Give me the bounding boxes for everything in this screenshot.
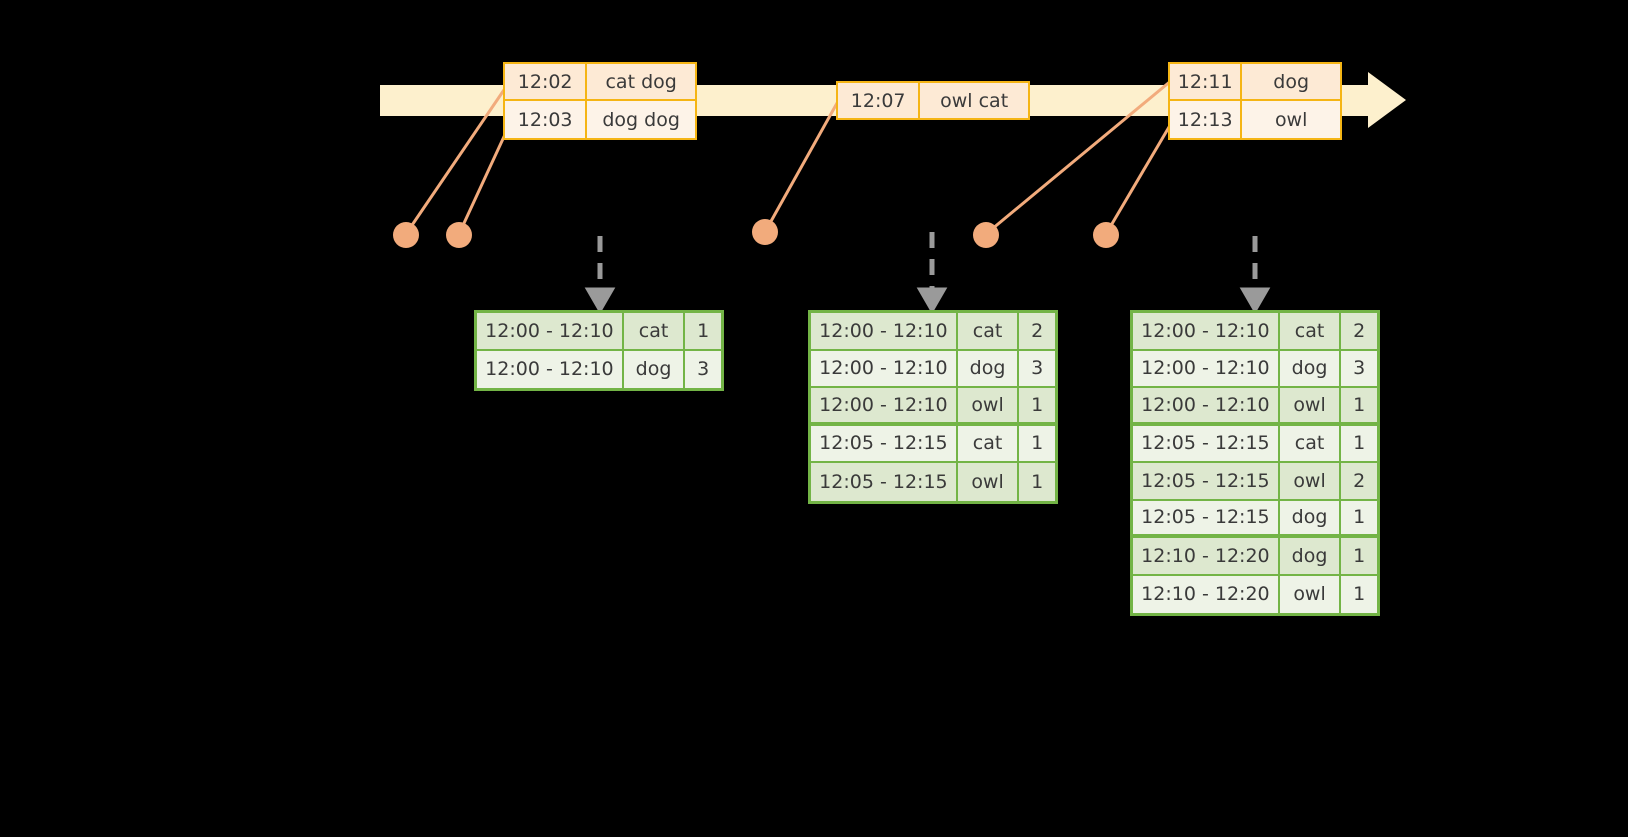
word-cell: cat <box>623 313 686 351</box>
event-time: 12:11 <box>1170 64 1243 101</box>
word-cell: dog <box>1279 538 1342 576</box>
connector-line-3 <box>763 95 843 233</box>
connector-dot-5 <box>1093 222 1119 248</box>
word-cell: dog <box>957 350 1020 388</box>
connector-dot-4 <box>973 222 999 248</box>
event-group-2[interactable]: 12:07 owl cat <box>836 81 1030 120</box>
word-cell: cat <box>1279 313 1342 351</box>
count-cell: 1 <box>1019 425 1055 463</box>
connector-line-2 <box>457 127 510 235</box>
word-cell: owl <box>1279 463 1342 501</box>
window-cell: 12:05 - 12:15 <box>1133 500 1280 538</box>
dashed-arrow-head-3 <box>1239 287 1271 314</box>
event-time: 12:02 <box>505 64 588 101</box>
window-cell: 12:10 - 12:20 <box>1133 538 1280 576</box>
word-cell: cat <box>957 425 1020 463</box>
dashed-arrow-head-1 <box>584 287 616 314</box>
count-cell: 1 <box>1019 388 1055 426</box>
count-cell: 3 <box>1019 350 1055 388</box>
event-words: dog <box>1242 64 1340 101</box>
event-row: 12:03 dog dog <box>505 101 695 138</box>
window-cell: 12:05 - 12:15 <box>1133 463 1280 501</box>
connector-dot-3 <box>752 219 778 245</box>
count-cell: 3 <box>1341 350 1377 388</box>
connector-line-5 <box>1104 121 1174 235</box>
event-group-3[interactable]: 12:11 dog 12:13 owl <box>1168 62 1342 140</box>
event-row: 12:07 owl cat <box>838 83 1028 118</box>
event-row: 12:13 owl <box>1170 101 1340 138</box>
event-row: 12:02 cat dog <box>505 64 695 101</box>
dashed-arrow-head-2 <box>916 287 948 314</box>
connector-dots <box>393 219 1119 248</box>
event-words: owl <box>1242 101 1340 138</box>
window-cell: 12:00 - 12:10 <box>1133 313 1280 351</box>
count-cell: 2 <box>1341 313 1377 351</box>
window-cell: 12:00 - 12:10 <box>1133 388 1280 426</box>
window-cell: 12:00 - 12:10 <box>477 313 624 351</box>
dashed-arrows <box>584 232 1271 314</box>
word-cell: dog <box>623 350 686 388</box>
window-cell: 12:10 - 12:20 <box>1133 575 1280 613</box>
event-words: owl cat <box>920 83 1028 118</box>
window-cell: 12:00 - 12:10 <box>477 350 624 388</box>
count-cell: 1 <box>685 313 721 351</box>
event-row: 12:11 dog <box>1170 64 1340 101</box>
word-cell: dog <box>1279 500 1342 538</box>
word-cell: owl <box>1279 575 1342 613</box>
word-cell: dog <box>1279 350 1342 388</box>
window-cell: 12:05 - 12:15 <box>1133 425 1280 463</box>
connector-dot-2 <box>446 222 472 248</box>
count-cell: 1 <box>1341 388 1377 426</box>
window-cell: 12:05 - 12:15 <box>811 463 958 501</box>
count-cell: 1 <box>1341 425 1377 463</box>
window-cell: 12:00 - 12:10 <box>811 313 958 351</box>
connector-dot-1 <box>393 222 419 248</box>
word-cell: owl <box>1279 388 1342 426</box>
window-cell: 12:00 - 12:10 <box>811 350 958 388</box>
event-words: dog dog <box>587 101 695 138</box>
word-cell: cat <box>1279 425 1342 463</box>
window-cell: 12:05 - 12:15 <box>811 425 958 463</box>
count-cell: 1 <box>1341 538 1377 576</box>
event-words: cat dog <box>587 64 695 101</box>
window-cell: 12:00 - 12:10 <box>811 388 958 426</box>
count-cell: 1 <box>1341 500 1377 538</box>
event-time: 12:03 <box>505 101 588 138</box>
event-group-1[interactable]: 12:02 cat dog 12:03 dog dog <box>503 62 697 140</box>
timeline-arrow-icon <box>1368 72 1406 128</box>
count-cell: 1 <box>1019 463 1055 501</box>
word-cell: owl <box>957 388 1020 426</box>
event-time: 12:13 <box>1170 101 1243 138</box>
count-cell: 3 <box>685 350 721 388</box>
word-cell: owl <box>957 463 1020 501</box>
word-cell: cat <box>957 313 1020 351</box>
count-cell: 2 <box>1341 463 1377 501</box>
count-cell: 2 <box>1019 313 1055 351</box>
event-time: 12:07 <box>838 83 921 118</box>
window-cell: 12:00 - 12:10 <box>1133 350 1280 388</box>
count-cell: 1 <box>1341 575 1377 613</box>
